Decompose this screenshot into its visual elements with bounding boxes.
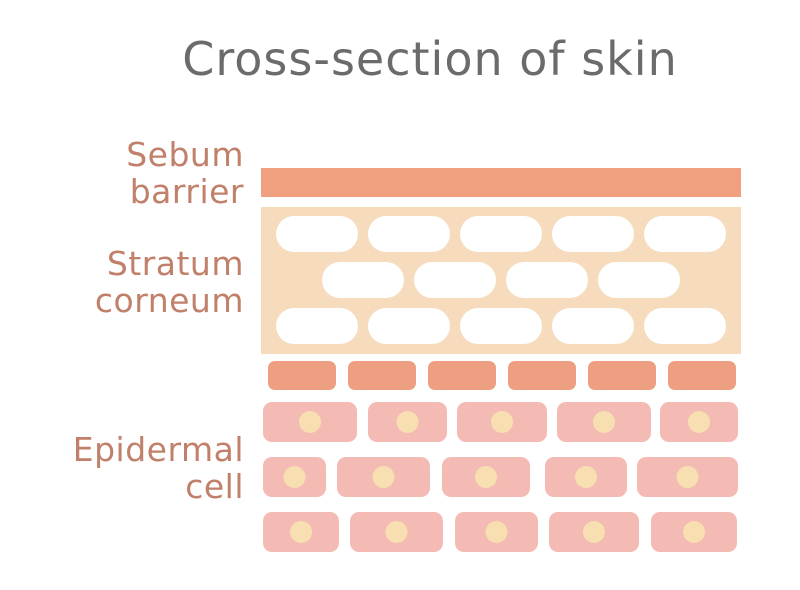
granular-cell	[588, 361, 656, 390]
cell-nucleus	[491, 411, 513, 433]
cell-nucleus	[385, 521, 408, 543]
label-sebum-barrier: Sebum barrier	[126, 136, 244, 210]
corneum-cell	[460, 216, 542, 252]
cell-nucleus	[485, 521, 508, 543]
label-stratum-corneum: Stratum corneum	[95, 245, 244, 319]
cell-nucleus	[583, 521, 605, 543]
corneum-cell	[276, 216, 358, 252]
cell-nucleus	[688, 411, 710, 433]
corneum-cell	[414, 262, 496, 298]
corneum-cell	[644, 308, 726, 344]
label-sebum-barrier-line2: barrier	[129, 172, 244, 211]
cell-nucleus	[575, 466, 597, 488]
corneum-cell	[322, 262, 404, 298]
cell-nucleus	[593, 411, 615, 433]
corneum-cell	[368, 216, 450, 252]
granular-cell	[348, 361, 416, 390]
corneum-cell	[276, 308, 358, 344]
cell-nucleus	[290, 521, 312, 543]
cell-nucleus	[683, 521, 705, 543]
label-stratum-corneum-line2: corneum	[94, 281, 244, 320]
corneum-cell	[552, 308, 634, 344]
cell-nucleus	[372, 466, 395, 488]
cell-nucleus	[676, 466, 699, 488]
corneum-cell	[460, 308, 542, 344]
cell-nucleus	[396, 411, 419, 433]
label-epidermal-cell: Epidermal cell	[73, 431, 244, 505]
corneum-cell	[506, 262, 588, 298]
corneum-cell	[598, 262, 680, 298]
sebum-barrier-layer	[261, 168, 741, 197]
cell-nucleus	[283, 466, 306, 488]
cell-nucleus	[475, 466, 497, 488]
label-sebum-barrier-line1: Sebum	[126, 135, 244, 174]
granular-cell	[268, 361, 336, 390]
label-epidermal-cell-line1: Epidermal	[72, 430, 244, 469]
corneum-cell	[368, 308, 450, 344]
corneum-cell	[552, 216, 634, 252]
granular-cell	[428, 361, 496, 390]
label-stratum-corneum-line1: Stratum	[106, 244, 244, 283]
diagram-title: Cross-section of skin	[182, 32, 678, 86]
label-epidermal-cell-line2: cell	[185, 467, 244, 506]
granular-cell	[508, 361, 576, 390]
granular-cell	[668, 361, 736, 390]
cell-nucleus	[299, 411, 321, 433]
corneum-cell	[644, 216, 726, 252]
